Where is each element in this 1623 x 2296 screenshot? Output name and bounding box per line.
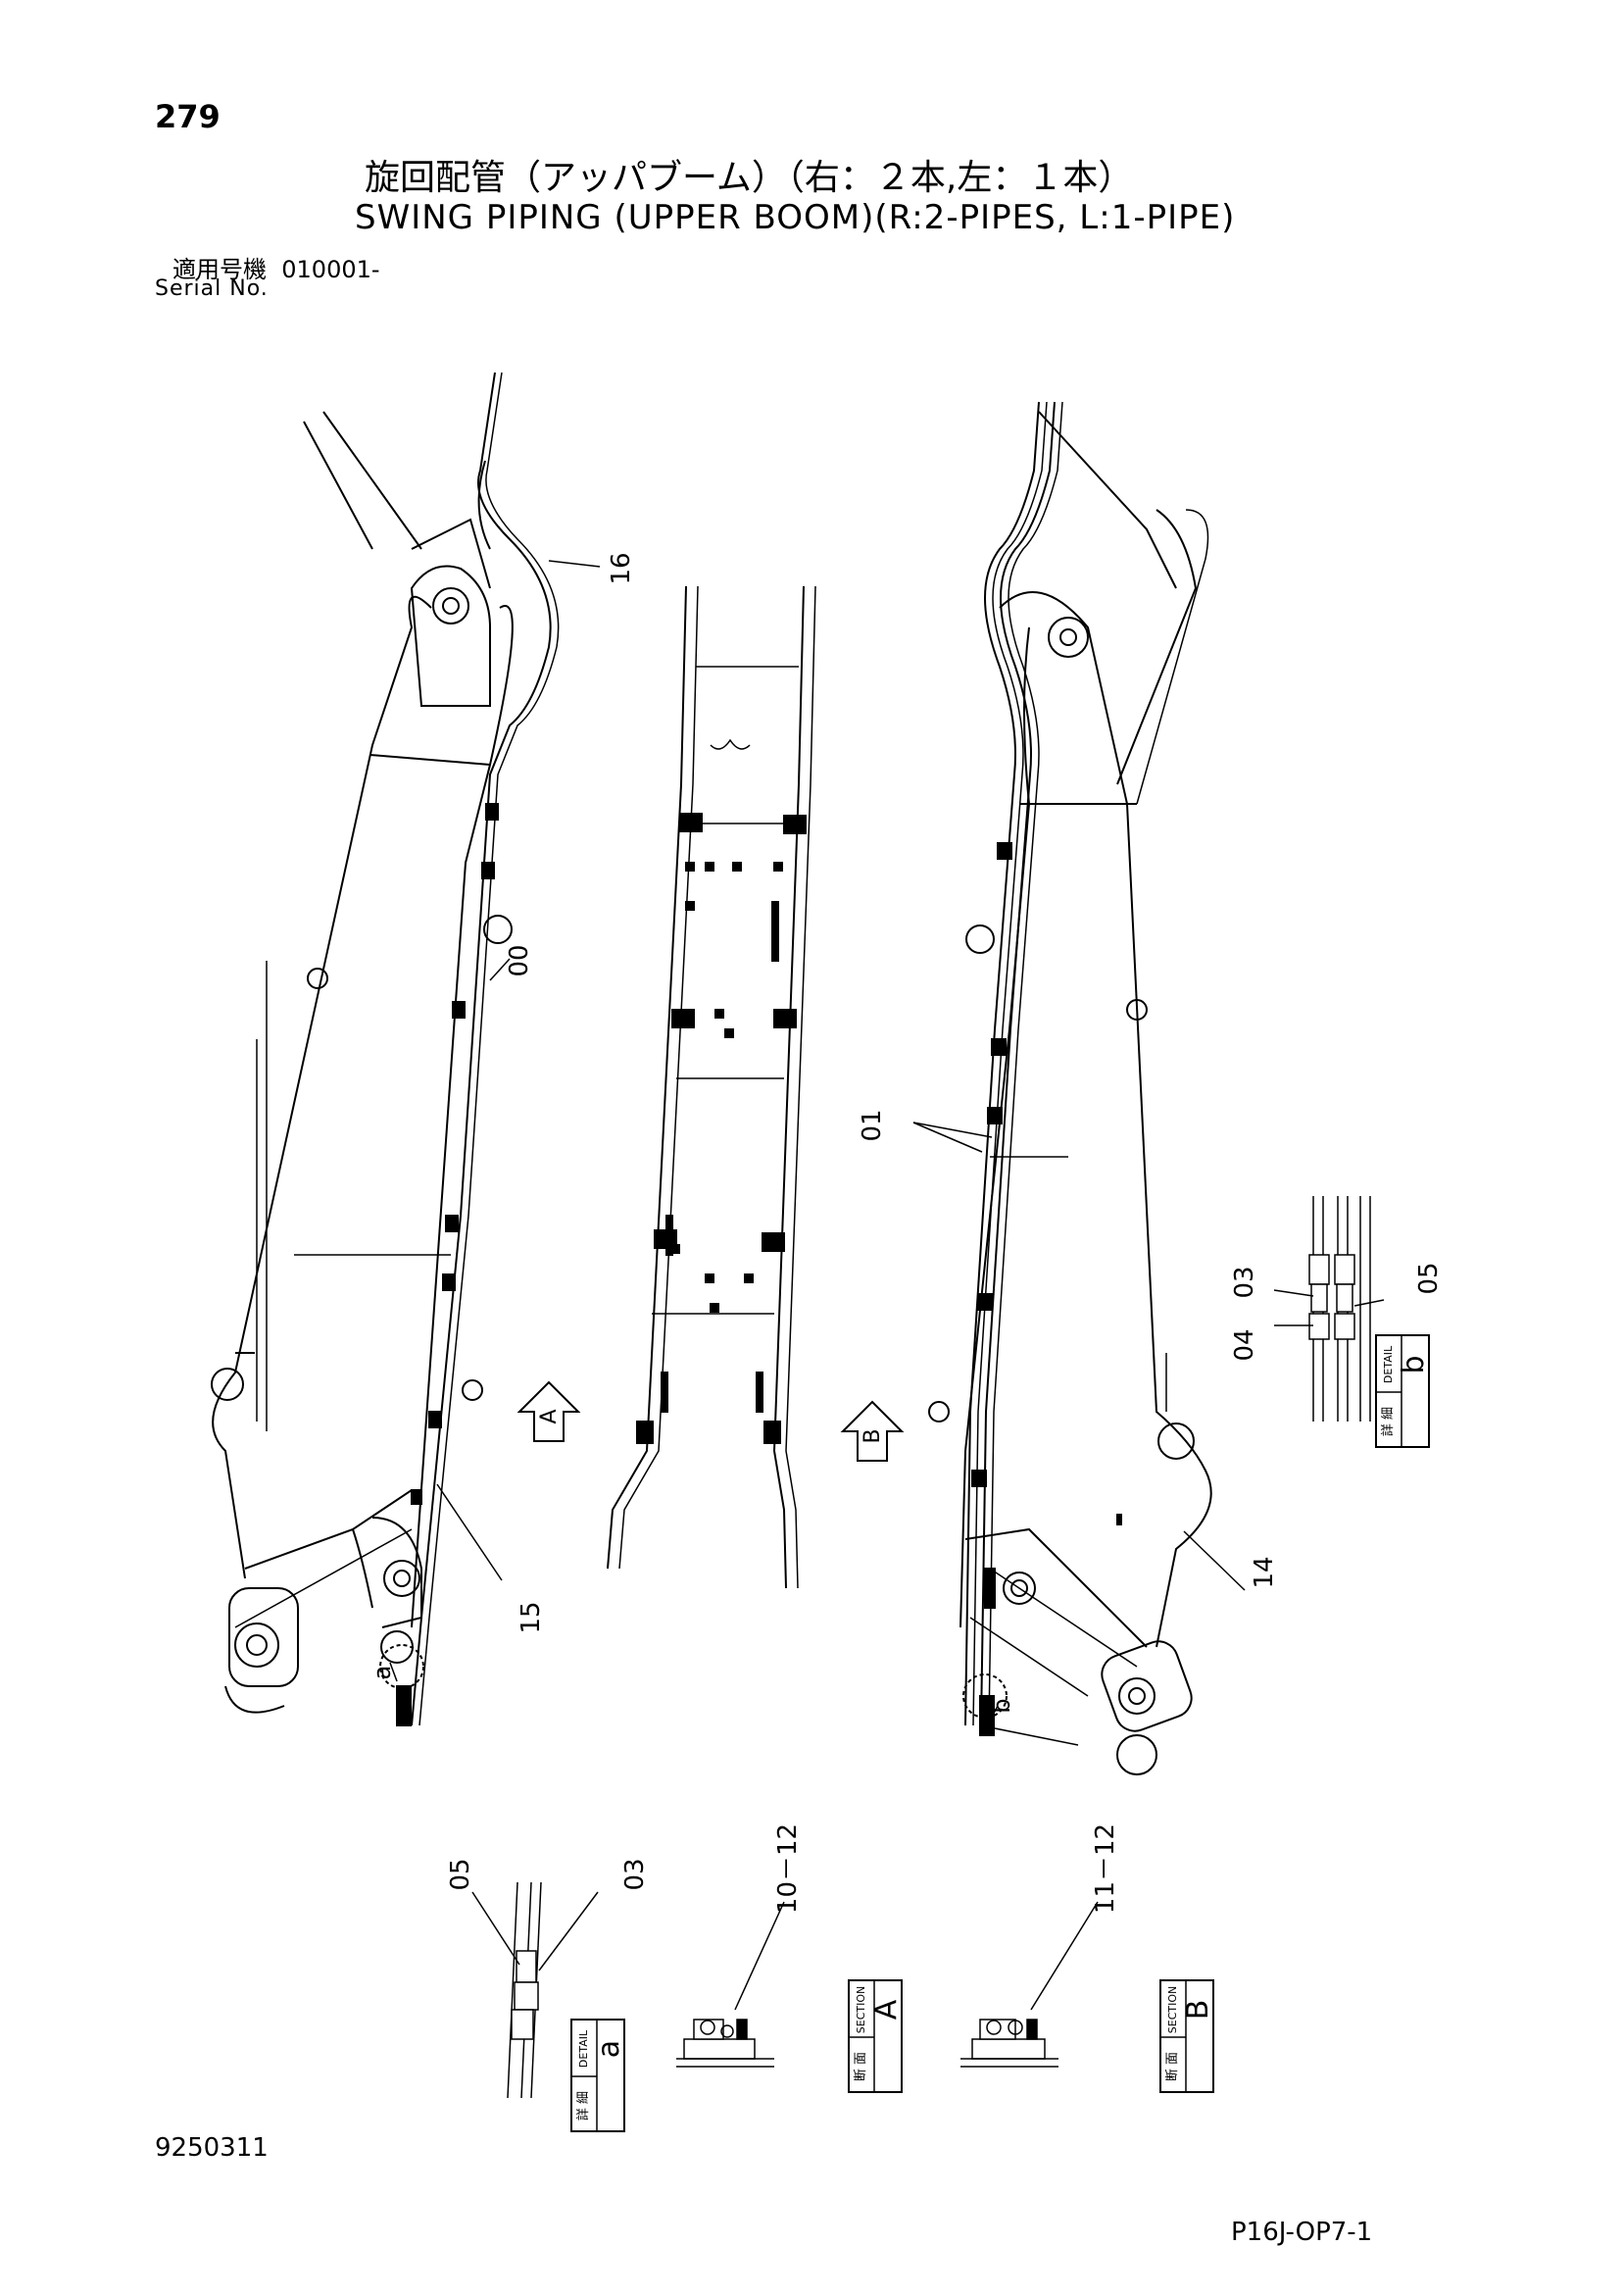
callout-a: a (369, 1666, 396, 1680)
detail-b-letter: b (1397, 1355, 1431, 1373)
callout-14: 14 (1250, 1556, 1279, 1588)
section-a-box: 断 面 SECTION A (848, 1979, 904, 2093)
detail-b-en: DETAIL (1382, 1345, 1395, 1383)
callout-labels: 16 00 01 03 04 05 14 15 a b 05 03 10－12 … (369, 552, 1444, 1914)
view-arrow-b-label: B (861, 1428, 885, 1443)
callout-00: 00 (505, 944, 534, 976)
callout-04: 04 (1230, 1328, 1259, 1361)
center-top-view (607, 585, 816, 1589)
title-japanese: 旋回配管（アッパブーム）（右：２本,左：１本） (365, 158, 1134, 198)
detail-a-fitting (471, 1881, 599, 2099)
callout-10-12: 10－12 (773, 1823, 803, 1914)
detail-a-jp: 詳 細 (575, 2091, 591, 2121)
page-number: 279 (155, 98, 221, 135)
view-arrow-b-icon (840, 1400, 905, 1462)
callout-b: b (988, 1698, 1015, 1713)
callout-05-detail-a: 05 (446, 1858, 475, 1890)
callout-03-detail-b: 03 (1230, 1266, 1259, 1298)
right-boom-view (928, 401, 1212, 1775)
document-number: 9250311 (155, 2133, 269, 2163)
detail-b-box: 詳 細 DETAIL b (1375, 1334, 1431, 1448)
section-a-en: SECTION (855, 1986, 867, 2033)
callout-01: 01 (858, 1109, 887, 1141)
serial-value: 010001- (281, 256, 380, 283)
left-leaders (389, 560, 601, 1682)
view-arrow-b-group: B (840, 1400, 905, 1462)
section-b-jp: 断 面 (1165, 2052, 1180, 2081)
serial-line: 適用号機 010001- (172, 250, 380, 284)
detail-a-box: 詳 細 DETAIL a (570, 2019, 626, 2132)
right-leaders (912, 1122, 1246, 1722)
serial-label-en: Serial No. (155, 276, 269, 301)
left-boom-view (211, 372, 560, 1726)
section-b-en: SECTION (1166, 1986, 1179, 2033)
section-a-jp: 断 面 (854, 2052, 868, 2081)
callout-05-detail-b: 05 (1414, 1262, 1444, 1294)
section-b-clamp (960, 1901, 1099, 2068)
serial-label-jp: 適用号機 (172, 256, 267, 283)
detail-a-letter: a (592, 2040, 626, 2058)
section-b-letter: B (1181, 2000, 1215, 2021)
detail-b-fitting (1273, 1196, 1385, 1422)
section-a-clamp (676, 1901, 785, 2068)
callout-03-detail-a: 03 (620, 1858, 650, 1890)
section-b-box: 断 面 SECTION B (1159, 1979, 1215, 2093)
view-arrow-a-label: A (537, 1409, 562, 1423)
view-arrow-a-group: A (516, 1380, 581, 1442)
section-a-letter: A (869, 1999, 904, 2020)
view-arrow-a-icon (516, 1380, 581, 1442)
title-english: SWING PIPING (UPPER BOOM)(R:2-PIPES, L:1… (355, 198, 1236, 237)
detail-a-en: DETAIL (577, 2029, 590, 2068)
callout-15: 15 (516, 1601, 546, 1633)
detail-b-jp: 詳 細 (1380, 1407, 1396, 1436)
callout-11-12: 11－12 (1091, 1823, 1120, 1914)
sheet-id: P16J-OP7-1 (1231, 2218, 1373, 2247)
callout-16: 16 (607, 552, 636, 584)
